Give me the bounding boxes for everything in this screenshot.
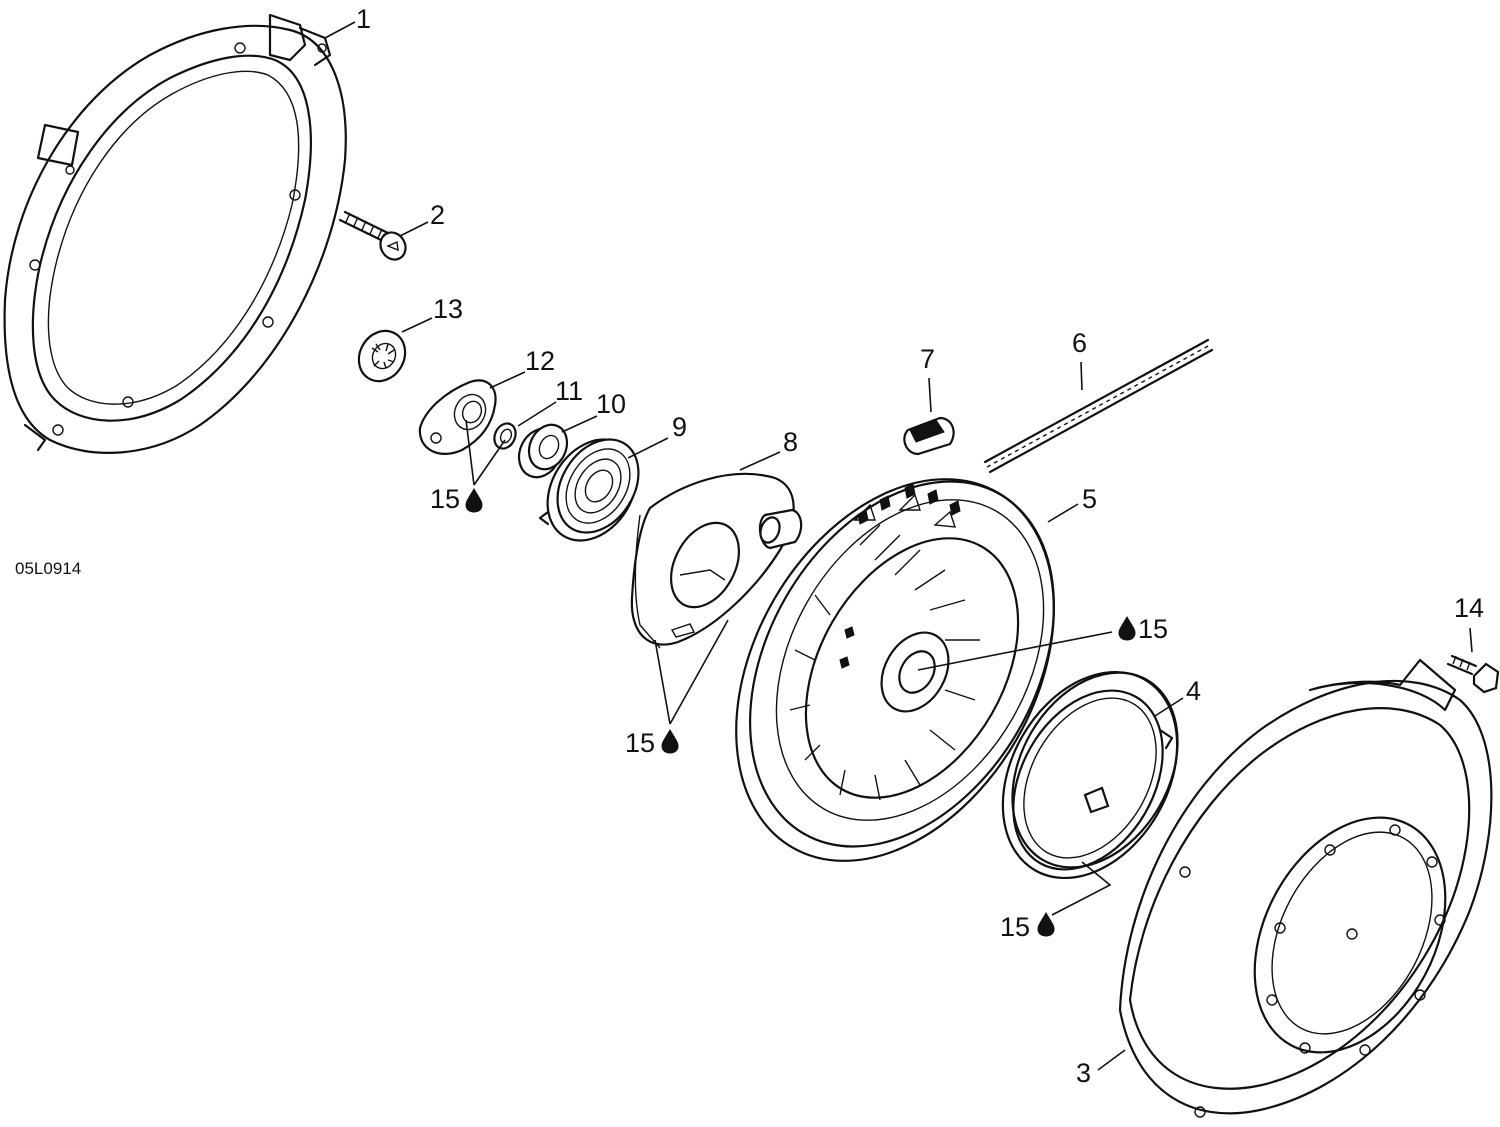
part-10-bushing [517, 423, 569, 479]
callout-15-lubricant: 15 [625, 728, 655, 758]
callout-7: 7 [920, 344, 935, 374]
oil-drop-icon [465, 487, 483, 513]
callout-labels: 1 2 13 12 11 10 9 8 7 6 5 4 14 3 15 15 1… [356, 4, 1484, 1088]
callout-10: 10 [596, 389, 626, 419]
callout-5: 5 [1082, 484, 1097, 514]
part-9-spring-cassette [538, 438, 640, 542]
part-12-plate [418, 379, 497, 455]
callout-6: 6 [1072, 328, 1087, 358]
callout-14: 14 [1454, 593, 1484, 623]
callout-4: 4 [1186, 676, 1201, 706]
part-6-rope [983, 338, 1214, 474]
oil-drop-icon [661, 728, 679, 754]
part-2-screw [338, 210, 407, 261]
callout-2: 2 [430, 200, 445, 230]
part-3-starter-housing [1118, 658, 1493, 1118]
callout-15-lubricant: 15 [430, 484, 460, 514]
part-13-star-washer [357, 329, 407, 383]
oil-drop-icon [1037, 911, 1055, 937]
callout-13: 13 [433, 294, 463, 324]
part-11-ring [493, 422, 517, 450]
callout-15-lubricant: 15 [1138, 614, 1168, 644]
part-14-bolt [1446, 654, 1500, 694]
callout-1: 1 [356, 4, 371, 34]
callout-11: 11 [555, 376, 583, 406]
part-5-pulley [735, 478, 1055, 862]
part-1-housing-ring [3, 13, 347, 454]
drawing-code: 05L0914 [15, 559, 81, 578]
callout-8: 8 [783, 427, 798, 457]
callout-15-lubricant: 15 [1000, 912, 1030, 942]
leader-lines [324, 21, 1473, 1071]
part-7-pawl [903, 416, 955, 456]
oil-drop-icons [465, 487, 1136, 937]
part-8-cover [630, 472, 803, 649]
part-4-recoil-spring [1001, 670, 1179, 880]
callout-3: 3 [1076, 1058, 1091, 1088]
callout-9: 9 [672, 412, 687, 442]
callout-12: 12 [525, 346, 555, 376]
oil-drop-icon [1118, 615, 1136, 641]
